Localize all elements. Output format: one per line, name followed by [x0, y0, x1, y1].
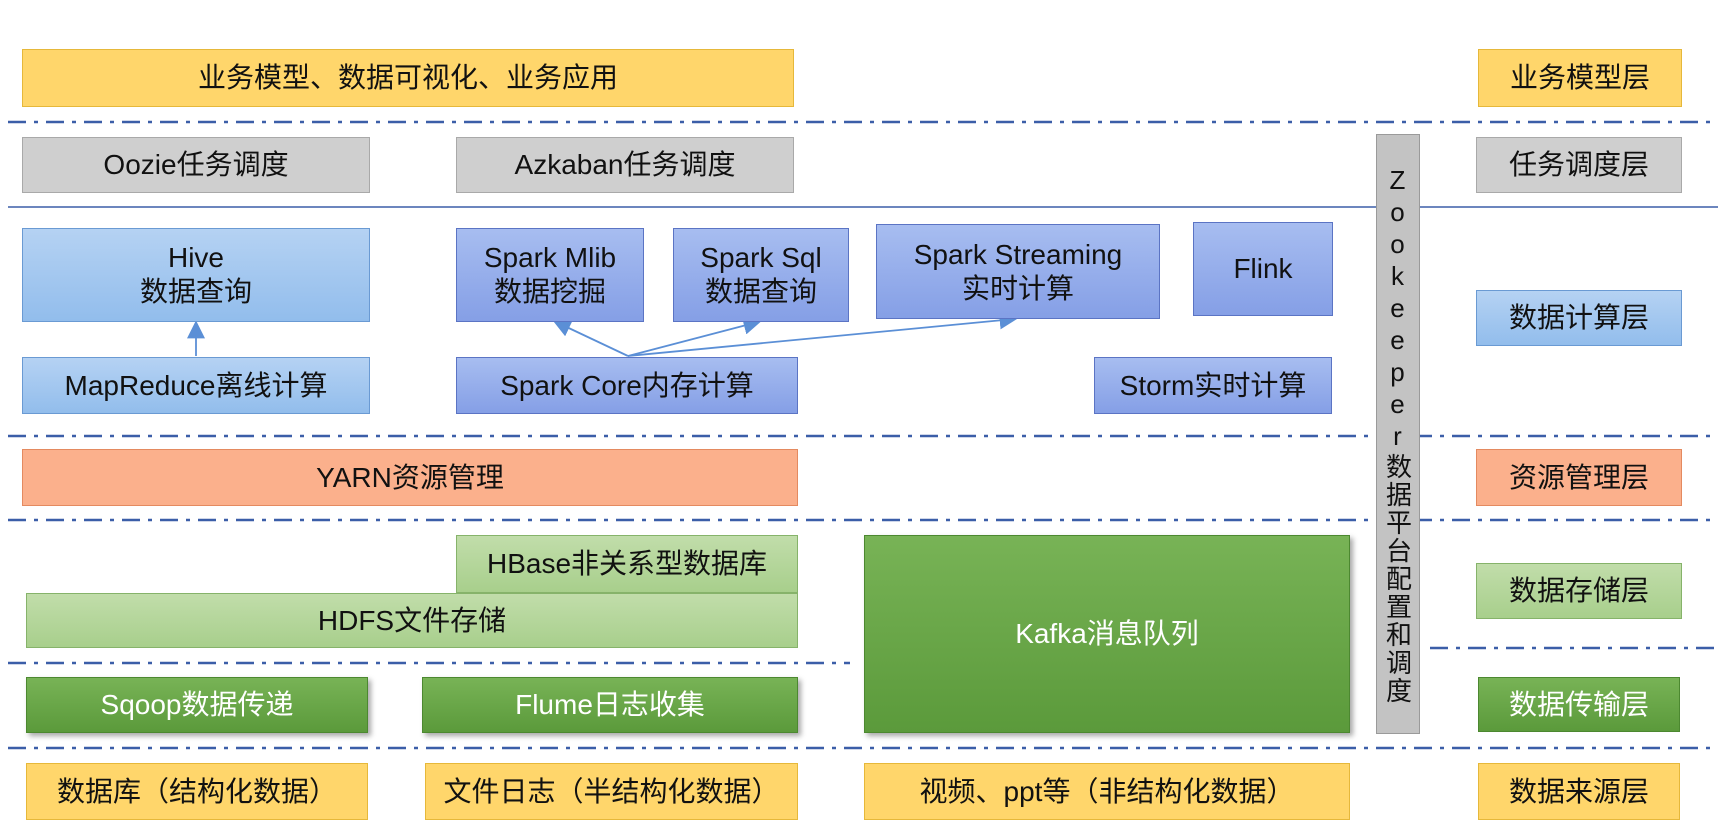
flume-box: Flume日志收集: [422, 677, 798, 733]
source-media-box: 视频、ppt等（非结构化数据）: [864, 763, 1350, 820]
zookeeper-box: Zookeeper数据平台配置和调度: [1376, 134, 1420, 734]
spark-sql-box: Spark Sql 数据查询: [673, 228, 849, 322]
arrow-core-to-mlib: [552, 320, 629, 357]
arrow-core-to-sql: [627, 316, 762, 357]
layer-label-business: 业务模型层: [1478, 49, 1682, 107]
layer-label-storage: 数据存储层: [1476, 563, 1682, 619]
business-apps-box: 业务模型、数据可视化、业务应用: [22, 49, 794, 107]
azkaban-box: Azkaban任务调度: [456, 137, 794, 193]
yarn-box: YARN资源管理: [22, 449, 798, 506]
hdfs-box: HDFS文件存储: [26, 593, 798, 648]
arrow-core-to-streaming: [627, 311, 1018, 357]
source-database-box: 数据库（结构化数据）: [26, 763, 368, 820]
layer-label-compute: 数据计算层: [1476, 290, 1682, 346]
hbase-box: HBase非关系型数据库: [456, 535, 798, 593]
storm-box: Storm实时计算: [1094, 357, 1332, 414]
mapreduce-box: MapReduce离线计算: [22, 357, 370, 414]
layer-label-transfer: 数据传输层: [1478, 677, 1680, 732]
oozie-box: Oozie任务调度: [22, 137, 370, 193]
layer-label-scheduling: 任务调度层: [1476, 137, 1682, 193]
source-log-box: 文件日志（半结构化数据）: [425, 763, 798, 820]
layer-label-source: 数据来源层: [1478, 763, 1680, 820]
spark-core-box: Spark Core内存计算: [456, 357, 798, 414]
layer-label-resource: 资源管理层: [1476, 449, 1682, 506]
spark-mlib-box: Spark Mlib 数据挖掘: [456, 228, 644, 322]
kafka-box: Kafka消息队列: [864, 535, 1350, 733]
zookeeper-label: Zookeeper数据平台配置和调度: [1382, 165, 1413, 705]
sqoop-box: Sqoop数据传递: [26, 677, 368, 733]
spark-streaming-box: Spark Streaming 实时计算: [876, 224, 1160, 319]
flink-box: Flink: [1193, 222, 1333, 316]
hive-box: Hive 数据查询: [22, 228, 370, 322]
